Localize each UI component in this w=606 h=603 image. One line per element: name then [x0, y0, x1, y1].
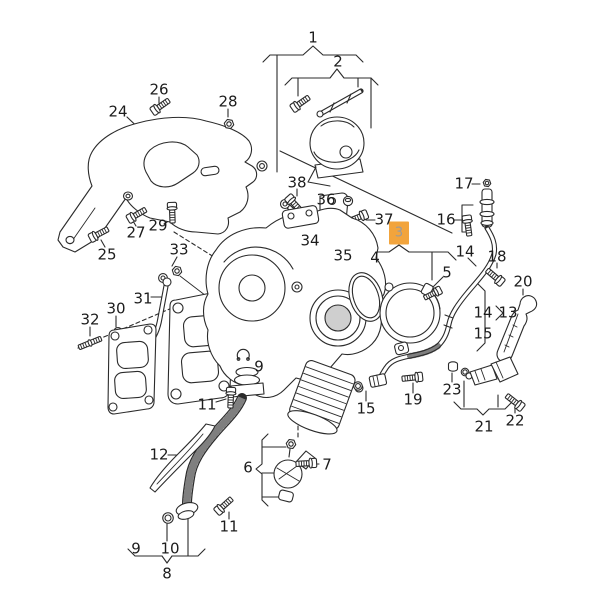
part-label-14-stack[interactable]: 14 [473, 303, 493, 322]
part-label-26[interactable]: 26 [149, 80, 169, 99]
part-label-6[interactable]: 6 [243, 458, 253, 477]
part-label-8[interactable]: 8 [162, 564, 172, 583]
part-label-17[interactable]: 17 [454, 174, 474, 193]
part-label-9-bottom[interactable]: 9 [131, 539, 141, 558]
part-label-27[interactable]: 27 [126, 223, 146, 242]
part-heat-shield [58, 117, 267, 252]
part-label-22[interactable]: 22 [505, 411, 525, 430]
part-label-2[interactable]: 2 [333, 52, 343, 71]
part-turbocharger [204, 205, 386, 439]
part-label-24[interactable]: 24 [108, 102, 128, 121]
part-label-28[interactable]: 28 [218, 92, 238, 111]
part-label-30[interactable]: 30 [106, 299, 126, 318]
part-label-38[interactable]: 38 [287, 173, 307, 192]
part-oil-supply-pipe [353, 178, 507, 393]
part-label-21[interactable]: 21 [474, 417, 494, 436]
part-label-20[interactable]: 20 [513, 272, 533, 291]
part-label-9-top[interactable]: 9 [254, 357, 264, 376]
part-label-12[interactable]: 12 [149, 445, 169, 464]
part-breather-fitting [274, 438, 318, 502]
part-label-10[interactable]: 10 [160, 539, 180, 558]
part-label-31[interactable]: 31 [133, 289, 153, 308]
part-wastegate-actuator [288, 91, 364, 186]
part-label-33[interactable]: 33 [169, 240, 189, 259]
part-label-1[interactable]: 1 [308, 28, 318, 47]
part-label-29[interactable]: 29 [148, 216, 168, 235]
part-label-14-top[interactable]: 14 [455, 242, 475, 261]
part-bracket-20 [497, 296, 537, 362]
part-label-19[interactable]: 19 [403, 390, 423, 409]
part-label-11-lower[interactable]: 11 [219, 517, 239, 536]
part-label-5[interactable]: 5 [442, 263, 452, 282]
part-oil-return-line [150, 349, 264, 524]
part-label-13[interactable]: 13 [498, 303, 518, 322]
part-label-23[interactable]: 23 [442, 380, 462, 399]
part-label-15-lower[interactable]: 15 [356, 399, 376, 418]
part-label-35[interactable]: 35 [333, 246, 353, 265]
part-label-25[interactable]: 25 [97, 245, 117, 264]
part-label-16[interactable]: 16 [436, 210, 456, 229]
part-label-37[interactable]: 37 [374, 210, 394, 229]
part-label-36[interactable]: 36 [316, 190, 336, 209]
part-label-11-upper[interactable]: 11 [197, 395, 217, 414]
part-connector-group [343, 268, 444, 355]
part-label-15-stack[interactable]: 15 [473, 324, 493, 343]
part-label-32[interactable]: 32 [80, 310, 100, 329]
part-label-18[interactable]: 18 [487, 247, 507, 266]
part-label-4[interactable]: 4 [370, 248, 380, 267]
part-gasket [108, 324, 156, 414]
part-label-3[interactable]: 3 [389, 221, 409, 245]
part-label-34[interactable]: 34 [300, 231, 320, 250]
part-label-7[interactable]: 7 [322, 455, 332, 474]
part-sensor-group [449, 357, 527, 413]
